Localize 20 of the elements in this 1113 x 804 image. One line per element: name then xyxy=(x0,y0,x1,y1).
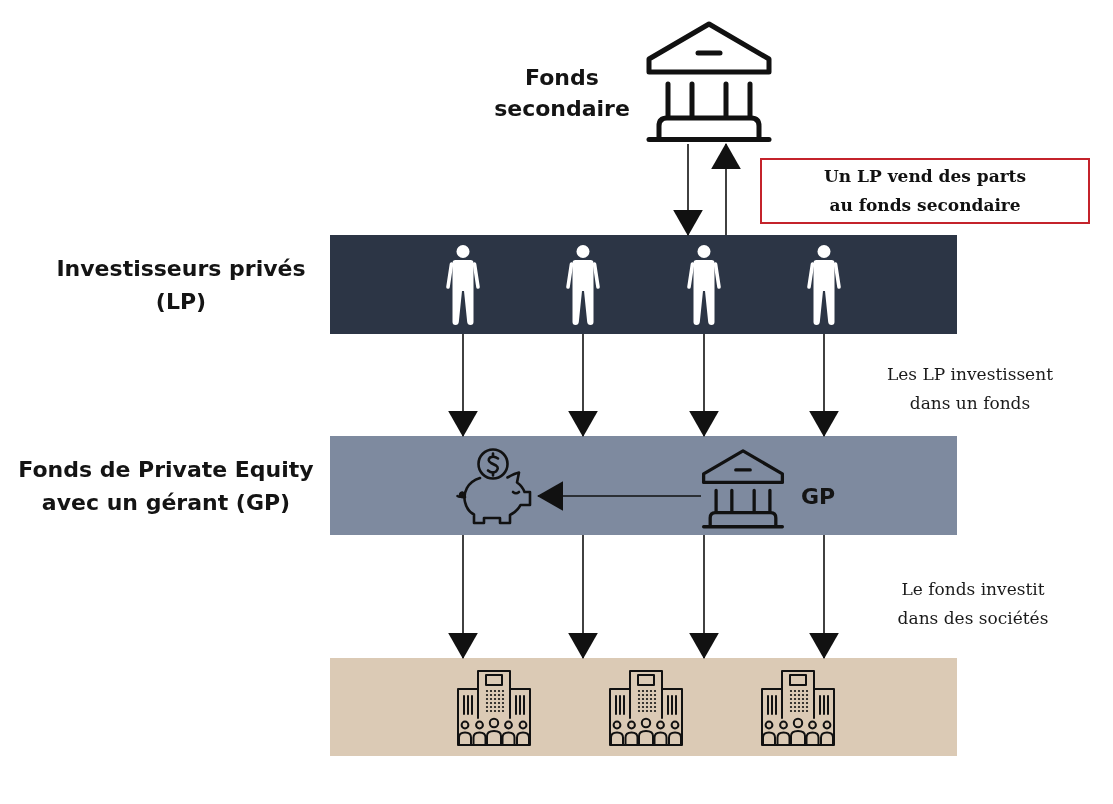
band-heading: Fonds de Private Equity avec un gérant (GP) xyxy=(17,455,315,517)
icon-caption: GP xyxy=(801,483,836,511)
icon-caption: Fonds secondaire xyxy=(493,64,631,123)
side-note: Les LP investissent dans un fonds xyxy=(886,363,1054,415)
arrow xyxy=(448,534,478,659)
band-heading: Investisseurs privés (LP) xyxy=(55,254,307,316)
arrow xyxy=(568,333,598,437)
side-note: Le fonds investit dans des sociétés xyxy=(896,578,1050,630)
arrow xyxy=(809,534,839,659)
note-box xyxy=(760,158,1090,224)
arrow xyxy=(711,143,741,236)
arrow xyxy=(689,333,719,437)
arrow xyxy=(568,534,598,659)
arrow xyxy=(809,333,839,437)
note-text: Un LP vend des parts au fonds secondaire xyxy=(822,165,1028,217)
arrow xyxy=(673,143,703,236)
arrow xyxy=(448,333,478,437)
band xyxy=(330,658,957,756)
arrow xyxy=(537,481,702,511)
arrow xyxy=(689,534,719,659)
